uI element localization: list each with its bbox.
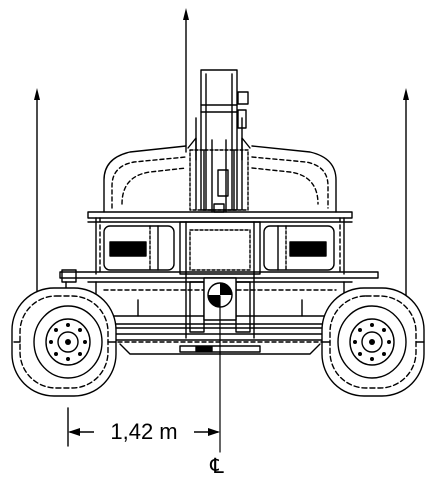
centerline-symbol: ℄ bbox=[210, 454, 224, 478]
dimension-arrow-right bbox=[208, 428, 220, 436]
track-width-label: 1,42 m bbox=[94, 418, 194, 446]
left-wheel-lugs bbox=[49, 323, 87, 361]
left-wheel bbox=[11, 287, 117, 397]
lift-arrow-left bbox=[34, 88, 40, 301]
right-side-tank bbox=[263, 225, 335, 271]
mast bbox=[187, 69, 251, 213]
engine-hood bbox=[103, 145, 337, 213]
right-wheel-lugs bbox=[353, 323, 391, 361]
central-frame bbox=[179, 221, 261, 339]
right-wheel bbox=[321, 287, 425, 397]
lift-arrow-center bbox=[183, 8, 189, 153]
lift-arrow-right bbox=[403, 88, 409, 301]
left-side-tank bbox=[103, 225, 175, 271]
dimension-line bbox=[67, 407, 220, 447]
dimension-arrow-left bbox=[68, 428, 80, 436]
